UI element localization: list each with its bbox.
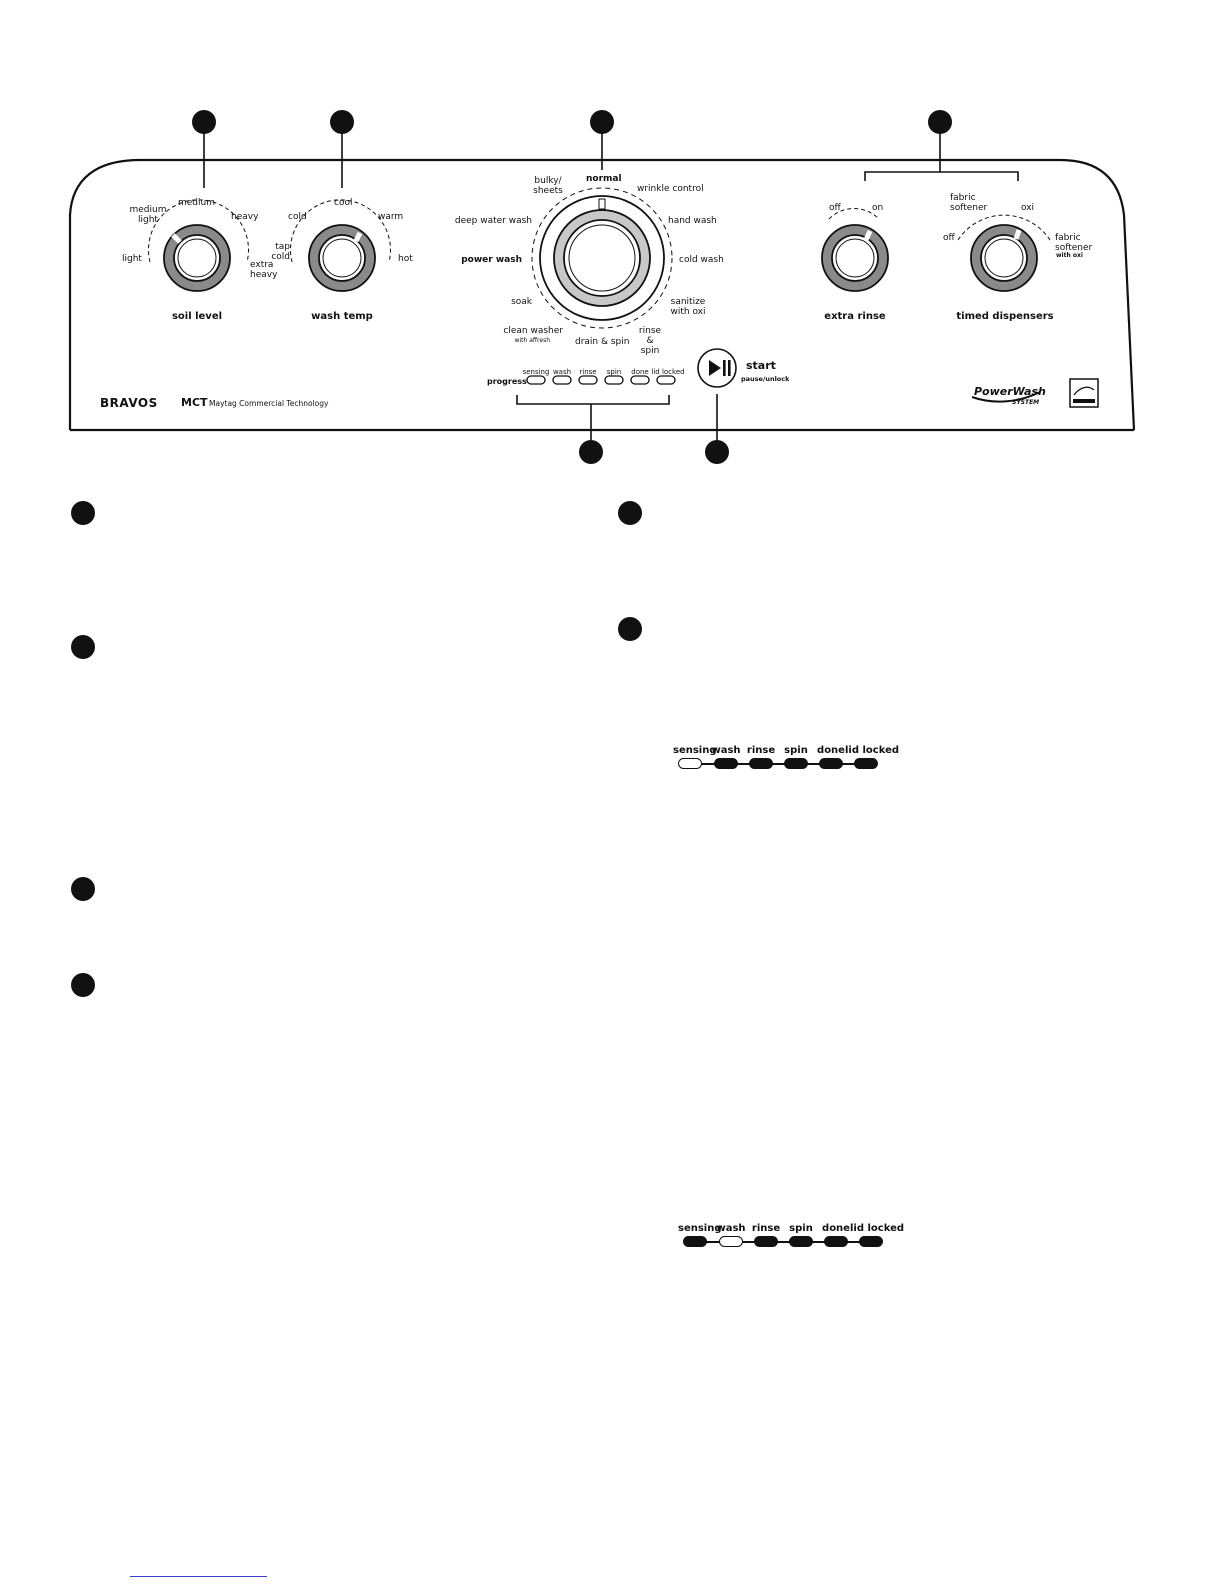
timed-dispensers-title: timed dispensers [956,311,1054,322]
cycle-drain-spin: drain & spin [575,337,630,347]
extra-rinse-knob [821,207,889,292]
strip2-light-lid-locked [859,1236,883,1247]
callout-bullet-5 [618,501,642,525]
extra-rinse-on: on [872,203,884,213]
timed-dispensers-knob [957,214,1051,292]
cycle-power-wash: power wash [461,255,522,265]
temp-setting-warm: warm [378,212,404,222]
cycle-bulky-sheets: bulky/ sheets [533,176,563,196]
strip1-done: done [817,745,845,756]
strip1-spin: spin [784,745,808,756]
footer-link-underline [130,1576,267,1577]
temp-setting-cold: cold [288,212,307,222]
dispenser-oxi: oxi [1021,203,1035,213]
strip2-light-rinse [754,1236,778,1247]
strip2-light-done [824,1236,848,1247]
cycle-hand-wash: hand wash [668,216,717,226]
dispenser-fabric-softener-oxi: fabric softener [1055,233,1093,253]
washer-control-panel [68,110,1136,464]
progress-rinse: rinse [579,368,597,376]
strip2-light-wash [719,1236,743,1247]
progress-sensing: sensing [522,368,550,376]
soil-setting-heavy: heavy [231,212,259,222]
callout-bullet-3 [71,877,95,901]
temp-setting-hot: hot [398,254,413,264]
start-button-graphic [697,348,737,388]
cycle-sanitize-with-oxi: sanitize with oxi [670,297,706,317]
strip1-light-sensing [678,758,702,769]
bravos-logo: BRAVOS [100,396,158,410]
powerwash-system: SYSTEM [1012,399,1040,406]
extra-rinse-title: extra rinse [824,311,886,322]
progress-spin: spin [606,368,622,376]
start-label[interactable]: start [746,359,776,372]
powerwash-logo: PowerWash [974,385,1046,398]
temp-setting-tap-cold: tap cold [271,242,290,262]
cycle-deep-water-wash: deep water wash [454,216,532,226]
soil-level-knob [148,199,249,292]
cycle-knob [531,187,673,329]
cycle-cold-wash: cold wash [679,255,724,265]
strip1-rinse: rinse [746,745,776,756]
start-sub-label: pause/unlock [741,375,790,383]
soil-setting-medium: medium [178,198,215,208]
callout-bullet-4 [71,973,95,997]
extra-rinse-off: off [829,203,841,213]
strip1-wash: wash [711,745,741,756]
cycle-wrinkle-control: wrinkle control [637,184,704,194]
progress-lid-locked: lid locked [651,368,685,376]
soil-setting-light: light [122,254,142,264]
cycle-clean-washer: clean washer [503,326,563,336]
strip1-sensing: sensing [673,745,717,756]
soil-setting-medium-light: medium light [129,205,167,225]
strip1-light-spin [784,758,808,769]
soil-setting-extra-heavy: extra heavy [250,260,278,280]
strip1-light-wash [714,758,738,769]
strip1-light-rinse [749,758,773,769]
strip1-light-done [819,758,843,769]
dispenser-fabric-softener: fabric softener [950,193,988,213]
mct-tagline: Maytag Commercial Technology [209,399,329,408]
callout-bullet-6 [618,617,642,641]
strip2-lid-locked: lid locked [850,1223,905,1234]
panel-progress-pills [526,375,676,385]
strip2-spin: spin [789,1223,813,1234]
cycle-rinse-spin: rinse & spin [638,326,662,356]
dispenser-with-oxi: with oxi [1056,252,1083,259]
cycle-clean-washer-sub: with affresh [514,337,550,344]
progress-label: progress [487,377,527,386]
wash-temp-knob [290,199,391,292]
wash-temp-title: wash temp [311,311,373,322]
strip2-wash: wash [716,1223,746,1234]
progress-wash: wash [552,368,572,376]
callout-bullet-1 [71,501,95,525]
callout-bullet-2 [71,635,95,659]
strip2-done: done [822,1223,850,1234]
soil-level-title: soil level [171,311,223,322]
progress-done: done [631,368,649,376]
strip2-rinse: rinse [751,1223,781,1234]
strip2-light-spin [789,1236,813,1247]
strip2-light-sensing [683,1236,707,1247]
dispenser-off: off [943,233,955,243]
cycle-normal: normal [586,174,622,184]
energy-star-icon [1069,378,1099,408]
temp-setting-cool: cool [334,198,353,208]
cycle-soak: soak [511,297,532,307]
strip1-light-lid-locked [854,758,878,769]
strip2-sensing: sensing [678,1223,722,1234]
strip1-lid-locked: lid locked [845,745,900,756]
mct-logo: MCT [181,396,208,409]
